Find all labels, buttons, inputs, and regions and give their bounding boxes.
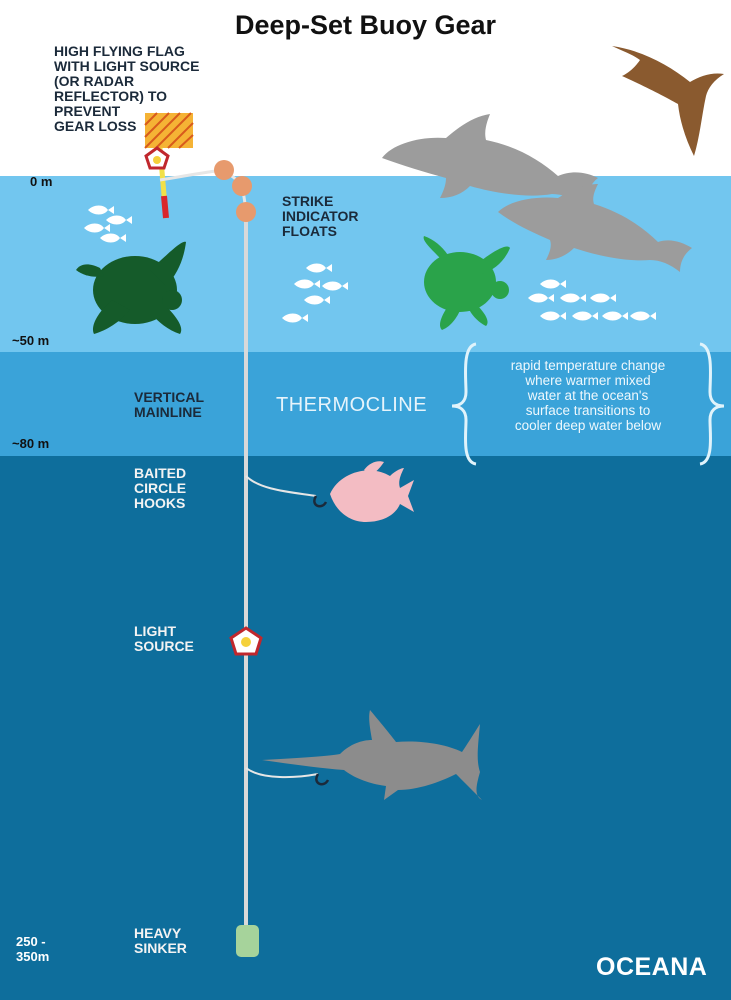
seabird-icon xyxy=(612,46,724,156)
strike-indicator-float-icon xyxy=(232,176,252,196)
heavy-sinker-label: HEAVY SINKER xyxy=(134,926,187,956)
depth-bottom: 250 - 350m xyxy=(16,934,49,964)
oceana-logo: OCEANA xyxy=(596,953,707,982)
strike-indicator-float-icon xyxy=(236,202,256,222)
flag-pole-base xyxy=(164,196,166,218)
heavy-sinker-icon xyxy=(236,925,259,957)
depth-surface: 0 m xyxy=(30,174,52,189)
flag-label: HIGH FLYING FLAG WITH LIGHT SOURCE (OR R… xyxy=(54,44,199,134)
depth-80m: ~80 m xyxy=(12,436,49,451)
strike-indicator-float-icon xyxy=(214,160,234,180)
thermocline-label: THERMOCLINE xyxy=(276,394,427,417)
depth-50m: ~50 m xyxy=(12,333,49,348)
thermocline-description: rapid temperature change where warmer mi… xyxy=(478,358,698,433)
deep-water-layer xyxy=(0,456,731,1000)
light-source-label: LIGHT SOURCE xyxy=(134,624,194,654)
page-title: Deep-Set Buoy Gear xyxy=(0,10,731,41)
baited-hooks-label: BAITED CIRCLE HOOKS xyxy=(134,466,186,511)
vertical-mainline-label: VERTICAL MAINLINE xyxy=(134,390,204,420)
strike-floats-label: STRIKE INDICATOR FLOATS xyxy=(282,194,358,239)
